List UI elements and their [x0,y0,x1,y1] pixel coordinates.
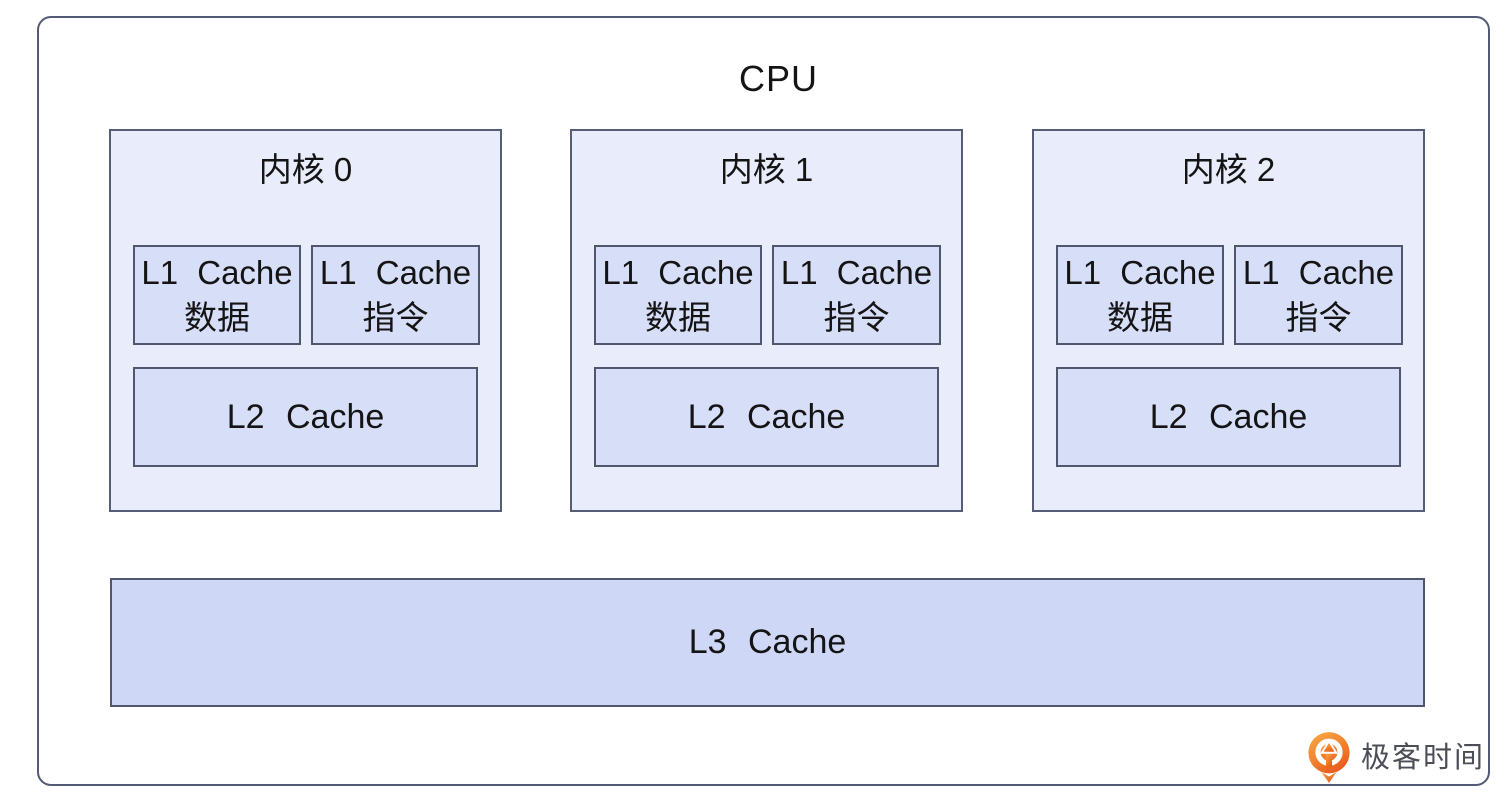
l1-cache-label: L1 Cache [1064,254,1216,291]
l1-instruction-cache-box: L1 Cache 指令 [772,245,941,345]
l1-cache-type-label: 数据 [184,299,250,336]
core-box-0: 内核 0 L1 Cache 数据 L1 Cache 指令 L2 Cache [109,129,502,512]
l1-cache-label: L1 Cache [780,254,933,291]
l1-cache-type-label: 指令 [823,299,890,336]
l1-data-cache-box: L1 Cache 数据 [1056,245,1224,345]
l1-cache-label: L1 Cache [141,254,293,291]
l2-cache-box: L2 Cache [1056,367,1401,467]
geektime-logo: 极客时间 [1306,732,1485,784]
l2-cache-box: L2 Cache [133,367,478,467]
l1-data-cache-box: L1 Cache 数据 [133,245,301,345]
l3-cache-label: L3 Cache [688,623,847,661]
l2-cache-label: L2 Cache [1149,397,1308,436]
l1-data-cache-box: L1 Cache 数据 [594,245,762,345]
core-title: 内核 0 [258,151,353,188]
geektime-pin-icon [1308,732,1350,783]
l1-cache-label: L1 Cache [319,254,472,291]
l1-cache-label: L1 Cache [1242,254,1395,291]
l1-instruction-cache-box: L1 Cache 指令 [1234,245,1403,345]
cpu-box: CPU 内核 0 L1 Cache 数据 L1 Cache 指令 L2 Cach… [37,16,1490,786]
core-box-1: 内核 1 L1 Cache 数据 L1 Cache 指令 L2 Cache [570,129,963,512]
core-title: 内核 1 [719,151,814,188]
cpu-title: CPU [738,58,818,99]
l2-cache-label: L2 Cache [687,397,846,436]
core-title: 内核 2 [1181,151,1276,188]
l1-cache-type-label: 指令 [362,299,429,336]
l1-instruction-cache-box: L1 Cache 指令 [311,245,480,345]
l2-cache-label: L2 Cache [226,397,385,436]
l1-cache-type-label: 指令 [1285,299,1352,336]
core-box-2: 内核 2 L1 Cache 数据 L1 Cache 指令 L2 Cache [1032,129,1425,512]
l1-cache-type-label: 数据 [1107,299,1173,336]
l3-cache-box: L3 Cache [110,578,1425,707]
l1-cache-type-label: 数据 [645,299,711,336]
l1-cache-label: L1 Cache [602,254,754,291]
l2-cache-box: L2 Cache [594,367,939,467]
geektime-logo-text: 极客时间 [1361,742,1486,774]
